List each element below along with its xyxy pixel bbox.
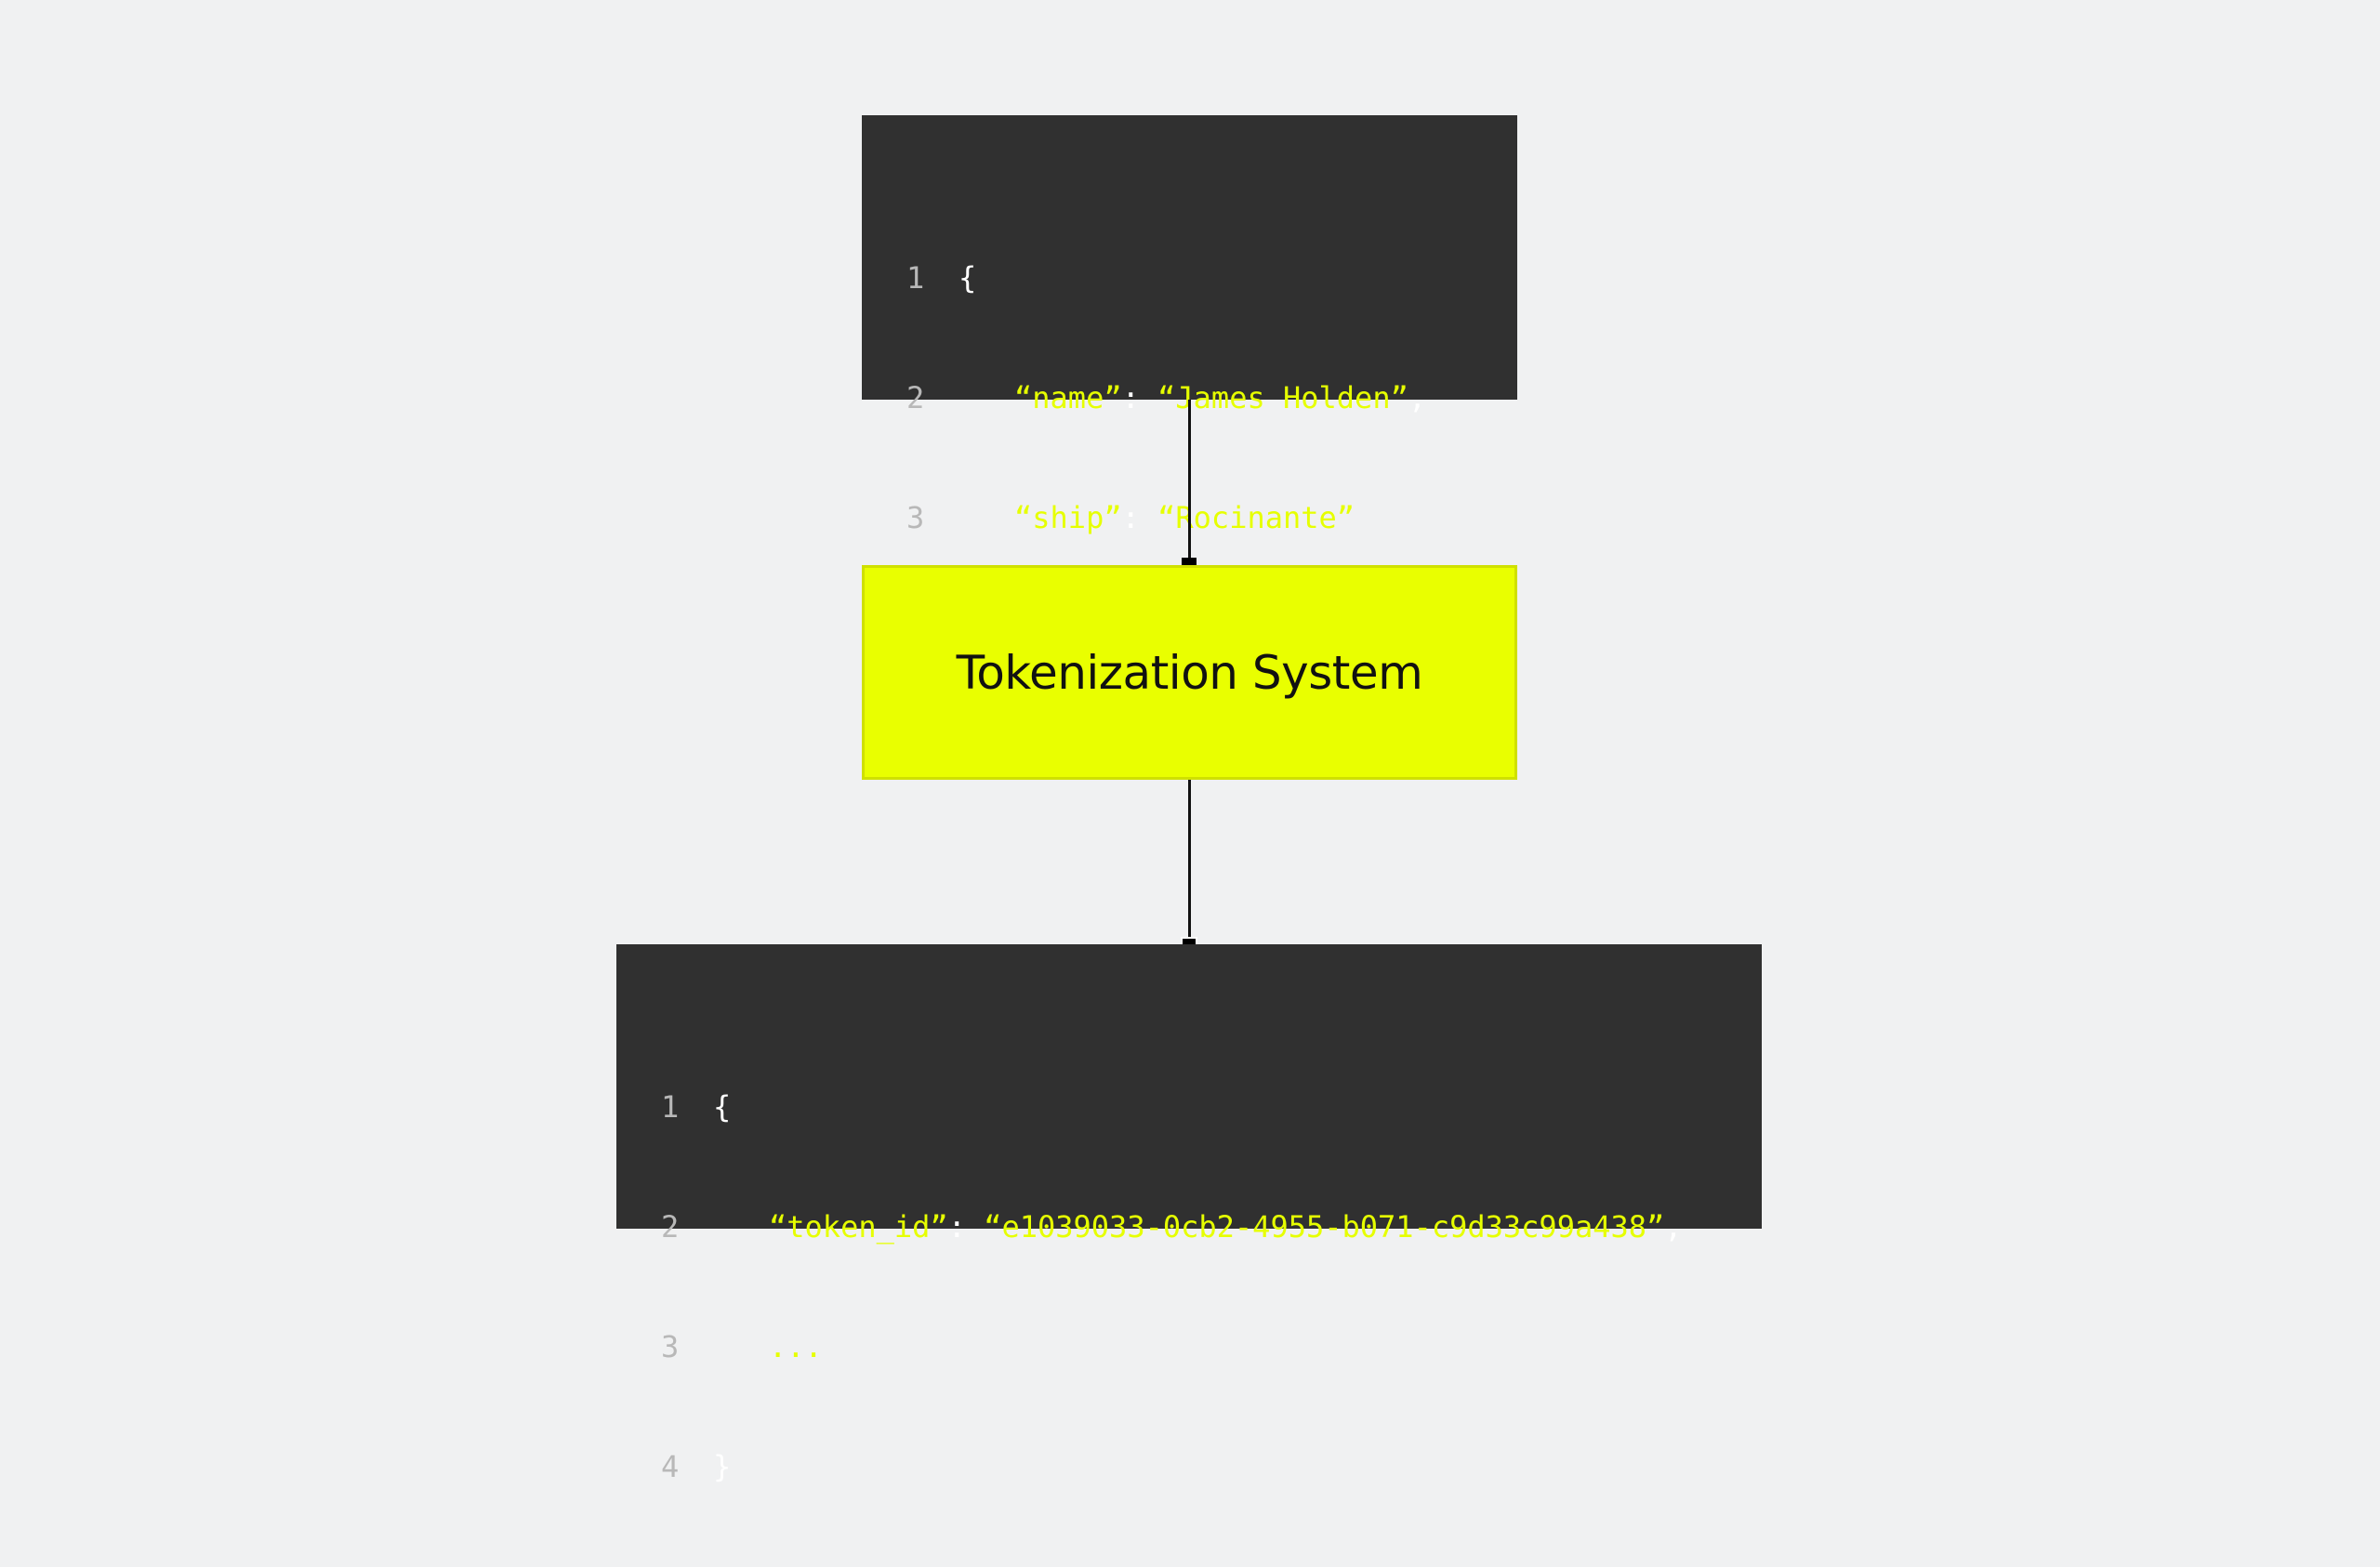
code-line: 4} — [661, 1447, 1683, 1487]
json-separator: : — [947, 1209, 985, 1244]
json-comma: , — [1408, 380, 1427, 415]
line-number: 1 — [906, 260, 925, 296]
line-number: 4 — [661, 1449, 680, 1484]
close-brace: } — [713, 1449, 732, 1484]
json-value: “e1039033-0cb2-4955-b071-c9d33c99a438” — [984, 1209, 1665, 1244]
json-key: “ship” — [1014, 500, 1122, 535]
json-separator: : — [1121, 500, 1158, 535]
tokenization-system-node: Tokenization System — [862, 565, 1517, 780]
input-code-block: 1{ 2“name”: “James Holden”, 3“ship”: “Ro… — [862, 115, 1517, 655]
code-line: 1{ — [906, 258, 1426, 298]
json-value: “James Holden” — [1157, 380, 1408, 415]
code-line: 1{ — [661, 1087, 1683, 1127]
open-brace: { — [713, 1089, 732, 1125]
line-number: 2 — [906, 380, 925, 415]
json-separator: : — [1121, 380, 1158, 415]
code-line: 2 “name”: “James Holden”, — [906, 378, 1426, 418]
connector-line-input — [1188, 400, 1191, 565]
json-value: “Rocinante” — [1157, 500, 1355, 535]
json-comma: , — [1664, 1209, 1683, 1244]
output-code-block: 1{ 2“token_id”: “e1039033-0cb2-4955-b071… — [616, 944, 1762, 1484]
json-key: “token_id” — [769, 1209, 948, 1244]
connector-line-output — [1188, 780, 1191, 944]
code-line: 3... — [661, 1327, 1683, 1367]
node-label: Tokenization System — [956, 645, 1423, 700]
line-number: 3 — [906, 500, 925, 535]
line-number: 1 — [661, 1089, 680, 1125]
output-code-lines: 1{ 2“token_id”: “e1039033-0cb2-4955-b071… — [661, 1007, 1683, 1567]
code-line: 2 “token_id”: “e1039033-0cb2-4955-b071-c9… — [661, 1207, 1683, 1247]
line-number: 2 — [661, 1209, 680, 1244]
code-line: 3 “ship”: “Rocinante” — [906, 498, 1426, 538]
json-ellipsis: ... — [769, 1329, 823, 1364]
line-number: 3 — [661, 1329, 680, 1364]
open-brace: { — [959, 260, 977, 296]
json-key: “name” — [1014, 380, 1122, 415]
